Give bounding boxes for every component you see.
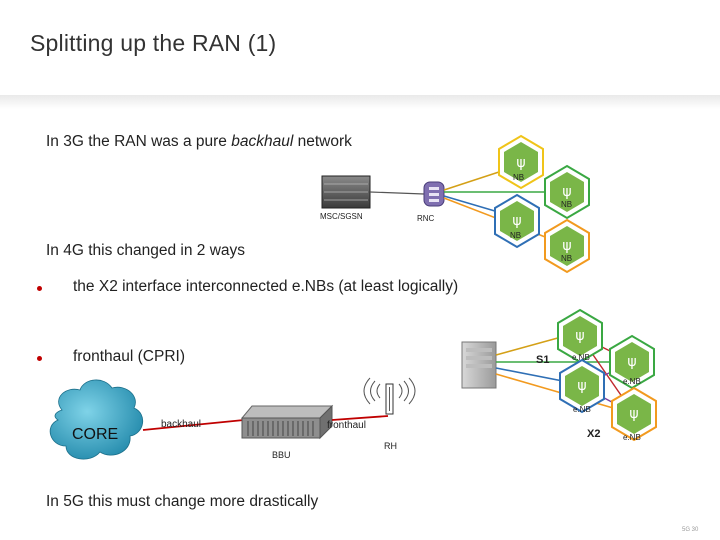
s1-link-1 xyxy=(495,335,566,356)
line-3g: In 3G the RAN was a pure backhaul networ… xyxy=(46,133,352,151)
s1-link-3 xyxy=(495,367,569,383)
line-4g: In 4G this changed in 2 ways xyxy=(46,242,246,259)
antenna-icon: ψ xyxy=(629,406,638,422)
s1-label: S1 xyxy=(536,354,549,366)
enb-cell-3: ψ xyxy=(559,358,605,414)
line-3g-post: network xyxy=(293,133,352,150)
msc-server-icon xyxy=(321,175,371,209)
nb-cell-1: ψ xyxy=(498,134,544,190)
enb-cell-4: ψ xyxy=(611,386,657,442)
nb-cell-4: ψ xyxy=(544,218,590,274)
radio-head-icon xyxy=(363,377,416,415)
bullet-fronthaul: fronthaul (CPRI) xyxy=(73,348,185,365)
msc-rnc-link xyxy=(369,191,425,195)
x2-label: X2 xyxy=(587,428,600,440)
nb-label-2: NB xyxy=(561,200,572,209)
antenna-icon: ψ xyxy=(627,354,636,370)
line-5g: In 5G this must change more drastically xyxy=(46,493,319,510)
enb-label-4: e.NB xyxy=(623,433,641,442)
core-label: CORE xyxy=(72,426,118,443)
bullet-x2: the X2 interface interconnected e.NBs (a… xyxy=(73,278,459,295)
nb-label-3: NB xyxy=(510,231,521,240)
antenna-icon: ψ xyxy=(577,378,586,394)
nb-cell-3: ψ xyxy=(494,193,540,249)
antenna-icon: ψ xyxy=(512,213,521,229)
backhaul-link xyxy=(142,419,245,431)
diagram-3g: MSC/SGSN RNC ψ NB ψ NB xyxy=(320,134,590,274)
antenna-icon: ψ xyxy=(562,184,571,200)
enb-label-2: e.NB xyxy=(623,377,641,386)
nb-label-4: NB xyxy=(561,254,572,263)
fronthaul-label: fronthaul xyxy=(327,420,366,431)
rnc-nb1-link xyxy=(443,169,506,191)
epc-server-icon xyxy=(461,341,497,389)
diagram-4g: S1 X2 ψ e.NB ψ e.NB ψ e.NB xyxy=(461,308,657,442)
bbu-label: BBU xyxy=(272,450,291,460)
fronthaul-link xyxy=(331,415,389,421)
antenna-icon: ψ xyxy=(516,155,525,171)
msc-label: MSC/SGSN xyxy=(320,212,363,221)
nb-cell-2: ψ xyxy=(544,164,590,220)
rnc-icon xyxy=(423,181,445,207)
core-cloud-icon xyxy=(49,379,143,460)
enb-cell-1: ψ xyxy=(557,308,603,364)
title-divider xyxy=(0,95,720,109)
diagram-fronthaul: CORE backhaul BBU fronthaul xyxy=(49,377,416,460)
s1-link-4 xyxy=(495,373,621,411)
nb-label-1: NB xyxy=(513,173,524,182)
enb-label-1: e.NB xyxy=(572,353,590,362)
enb-cell-2: ψ xyxy=(609,334,655,390)
rh-label: RH xyxy=(384,441,397,451)
antenna-icon: ψ xyxy=(562,238,571,254)
line-3g-emphasis: backhaul xyxy=(231,133,294,150)
slide-title: Splitting up the RAN (1) xyxy=(30,30,277,56)
line-3g-pre: In 3G the RAN was a pure xyxy=(46,133,232,150)
bullet-dot xyxy=(37,356,42,361)
bbu-icon xyxy=(240,404,334,440)
slide-footer: 5G 30 xyxy=(682,527,699,533)
bullet-dot xyxy=(37,286,42,291)
enb-label-3: e.NB xyxy=(573,405,591,414)
antenna-icon: ψ xyxy=(575,328,584,344)
backhaul-label: backhaul xyxy=(161,419,201,430)
rnc-label: RNC xyxy=(417,214,435,223)
